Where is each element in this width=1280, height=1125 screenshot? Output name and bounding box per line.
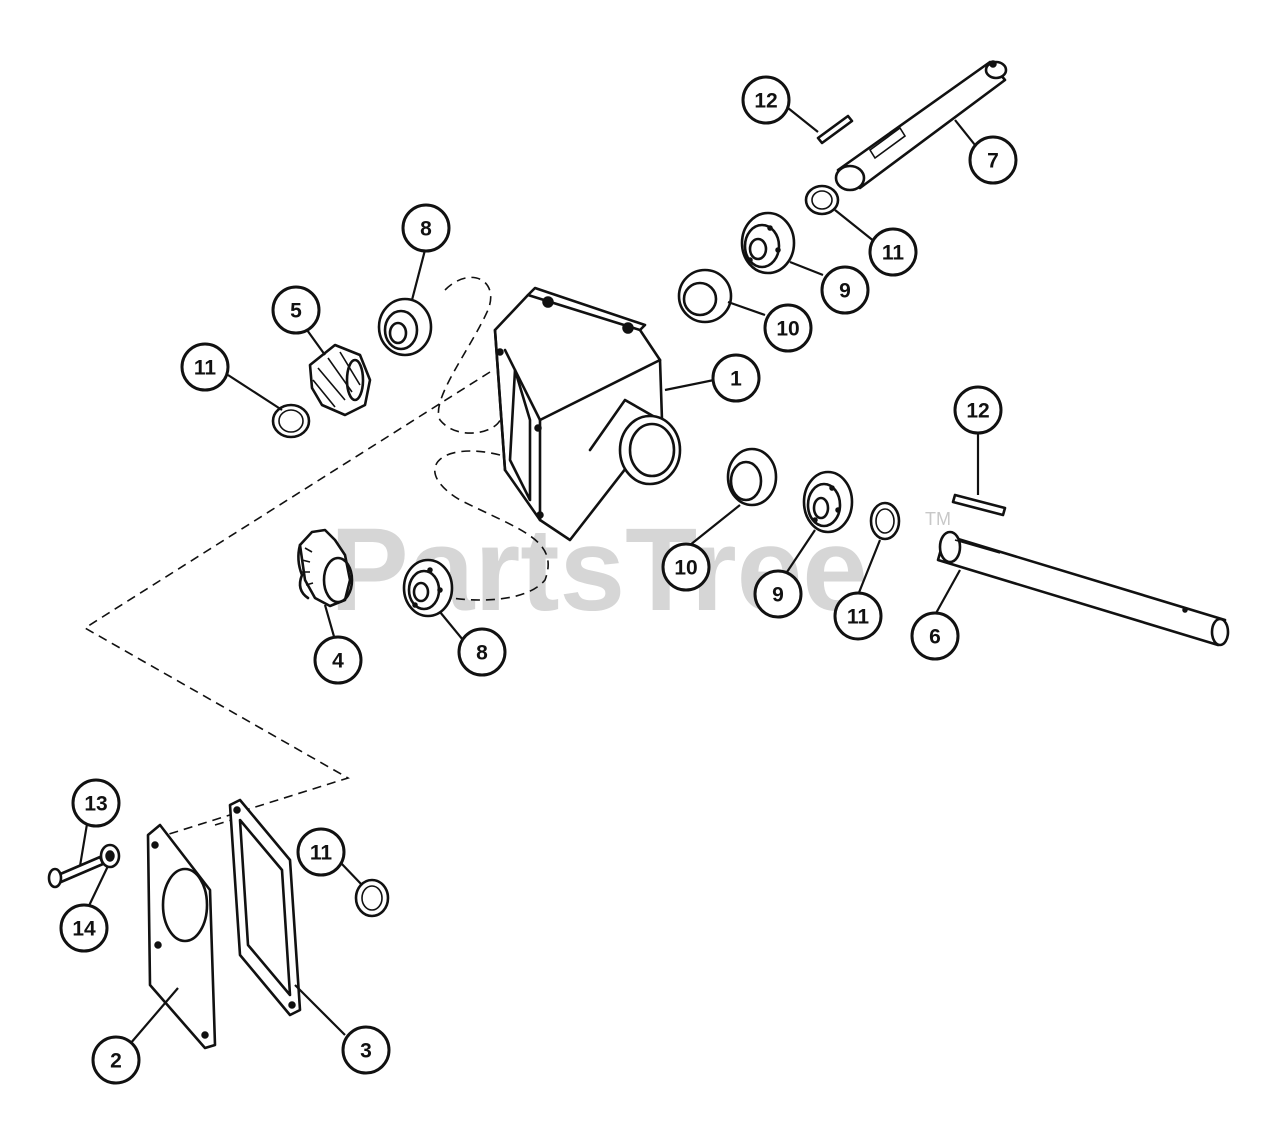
callout-label: 6 xyxy=(929,626,941,649)
bolt[interactable] xyxy=(47,855,105,889)
callout-7[interactable]: 7 xyxy=(968,135,1018,185)
callout-11-left[interactable]: 11 xyxy=(180,342,230,392)
callout-5[interactable]: 5 xyxy=(271,285,321,335)
callout-label: 9 xyxy=(839,280,851,303)
callout-6[interactable]: 6 xyxy=(910,611,960,661)
key-lower[interactable] xyxy=(951,493,1007,517)
callout-10-lower[interactable]: 10 xyxy=(661,542,711,592)
callout-label: 12 xyxy=(966,400,989,423)
callout-label: 8 xyxy=(420,218,432,241)
callout-label: 11 xyxy=(882,242,905,265)
callout-2[interactable]: 2 xyxy=(91,1035,141,1085)
callout-9-lower[interactable]: 9 xyxy=(753,569,803,619)
snap-ring-left[interactable] xyxy=(271,403,311,439)
pinion-gear[interactable] xyxy=(308,343,372,417)
bearing-right-upper[interactable] xyxy=(740,211,796,275)
snap-ring-right[interactable] xyxy=(869,501,901,541)
callout-11-bottom[interactable]: 11 xyxy=(296,827,346,877)
callout-9-upper[interactable]: 9 xyxy=(820,265,870,315)
snap-ring-bottom[interactable] xyxy=(354,878,390,918)
callout-1[interactable]: 1 xyxy=(711,353,761,403)
callout-label: 3 xyxy=(360,1040,372,1063)
callout-label: 10 xyxy=(674,557,697,580)
callout-label: 8 xyxy=(476,642,488,665)
callout-11-right[interactable]: 11 xyxy=(833,591,883,641)
leader-lines xyxy=(78,103,980,1059)
callout-14[interactable]: 14 xyxy=(59,903,109,953)
callout-12-upper[interactable]: 12 xyxy=(741,75,791,125)
callout-12-lower[interactable]: 12 xyxy=(953,385,1003,435)
bearing-right-lower[interactable] xyxy=(802,470,854,534)
callout-label: 11 xyxy=(847,606,870,629)
callout-8-upper[interactable]: 8 xyxy=(401,203,451,253)
key-upper[interactable] xyxy=(816,114,854,145)
callout-label: 9 xyxy=(772,584,784,607)
gearbox-housing[interactable] xyxy=(493,286,682,542)
cover-plate[interactable] xyxy=(146,823,217,1050)
callout-label: 10 xyxy=(776,318,799,341)
watermark-tm: TM xyxy=(925,509,951,529)
callout-4[interactable]: 4 xyxy=(313,635,363,685)
callout-10-upper[interactable]: 10 xyxy=(763,303,813,353)
callout-label: 11 xyxy=(194,357,217,380)
seal-upper[interactable] xyxy=(677,268,733,324)
callout-label: 11 xyxy=(310,842,333,865)
callout-13[interactable]: 13 xyxy=(71,778,121,828)
shaft-lower[interactable] xyxy=(936,530,1230,647)
gasket[interactable] xyxy=(228,798,302,1017)
seal-lower[interactable] xyxy=(726,447,778,507)
callout-label: 4 xyxy=(332,650,344,673)
callout-label: 1 xyxy=(730,368,742,391)
callout-3[interactable]: 3 xyxy=(341,1025,391,1075)
bearing-upper[interactable] xyxy=(377,297,433,357)
callout-label: 2 xyxy=(110,1050,122,1073)
callout-label: 13 xyxy=(84,793,107,816)
callout-label: 5 xyxy=(290,300,302,323)
lock-washer[interactable] xyxy=(99,843,121,869)
callout-label: 12 xyxy=(754,90,777,113)
callout-label: 7 xyxy=(987,150,999,173)
callout-11-top-right[interactable]: 11 xyxy=(868,227,918,277)
snap-ring-top-right[interactable] xyxy=(804,184,840,216)
callout-label: 14 xyxy=(72,918,96,941)
bearing-lower[interactable] xyxy=(402,558,454,618)
callouts: 1 2 3 4 5 6 7 8 8 9 9 10 10 11 11 11 11 … xyxy=(59,75,1018,1085)
shaft-upper[interactable] xyxy=(834,60,1008,192)
bevel-gear-large[interactable] xyxy=(297,528,354,608)
callout-8-lower[interactable]: 8 xyxy=(457,627,507,677)
